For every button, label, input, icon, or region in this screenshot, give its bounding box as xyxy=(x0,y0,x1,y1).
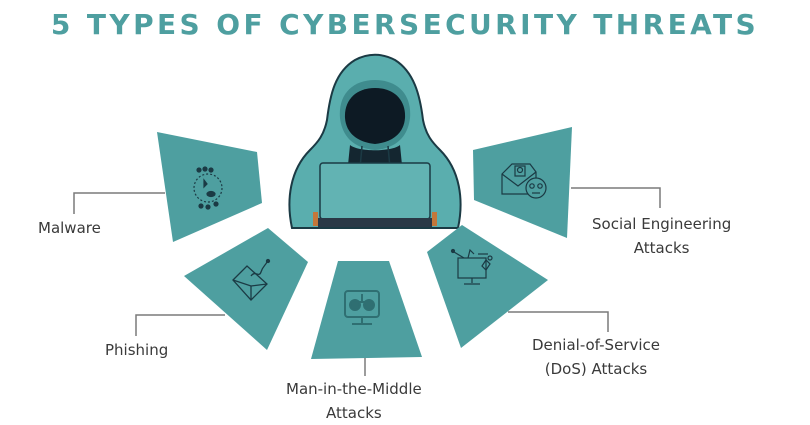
connector-phishing xyxy=(135,314,225,336)
threat-shape-social-engineering xyxy=(473,127,572,238)
threat-shape-phishing xyxy=(184,228,308,350)
label-line-1: Malware xyxy=(38,219,101,237)
label-line-1: Phishing xyxy=(105,341,169,359)
connector-social xyxy=(571,187,661,208)
connector-lines xyxy=(73,187,661,376)
threat-shape-malware xyxy=(157,132,262,242)
virus-icon xyxy=(193,166,223,210)
label-line-1: Denial-of-Service xyxy=(532,336,660,354)
monitor-intercept-icon xyxy=(344,290,380,325)
label-line-2: Attacks xyxy=(633,239,690,257)
envelope-skull-icon xyxy=(501,163,547,199)
page-title: 5 TYPES OF CYBERSECURITY THREATS xyxy=(50,8,760,41)
threat-shape-man-in-the-middle xyxy=(311,261,422,359)
label-line-1: Man-in-the-Middle xyxy=(286,380,422,398)
computer-network-attack-icon xyxy=(450,248,493,285)
label-line-2: (DoS) Attacks xyxy=(544,360,648,378)
hacker-icon xyxy=(288,53,462,229)
label-line-2: Attacks xyxy=(326,404,382,422)
label-man-in-the-middle: Man-in-the-Middle Attacks xyxy=(286,377,422,425)
hooked-envelope-icon xyxy=(232,258,271,301)
label-phishing: Phishing xyxy=(105,338,168,362)
threat-shape-dos xyxy=(427,225,548,348)
label-social-engineering: Social Engineering Attacks xyxy=(592,212,731,260)
label-malware: Malware xyxy=(38,216,101,240)
label-dos: Denial-of-Service (DoS) Attacks xyxy=(532,333,660,381)
connector-malware xyxy=(73,192,165,214)
connector-dos xyxy=(508,311,609,332)
label-line-1: Social Engineering xyxy=(592,215,732,233)
